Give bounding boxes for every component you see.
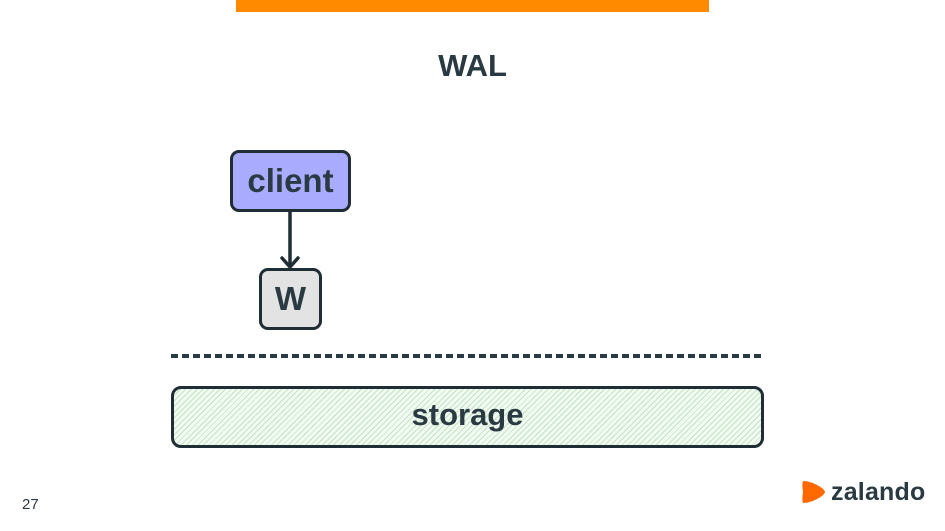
zalando-logo-text: zalando [831, 478, 926, 506]
slide-title: WAL [438, 48, 507, 83]
w-node-label: W [274, 280, 307, 317]
storage-node: storage [171, 386, 764, 448]
w-node: W [259, 268, 322, 330]
zalando-flag-icon [802, 481, 825, 503]
client-to-w-arrowhead [280, 256, 300, 269]
zalando-logo: zalando [800, 478, 925, 506]
client-node: client [230, 150, 351, 212]
top-accent-bar [236, 0, 709, 12]
page-number: 27 [22, 496, 39, 513]
storage-node-label: storage [411, 397, 524, 432]
client-node-label: client [247, 162, 334, 199]
